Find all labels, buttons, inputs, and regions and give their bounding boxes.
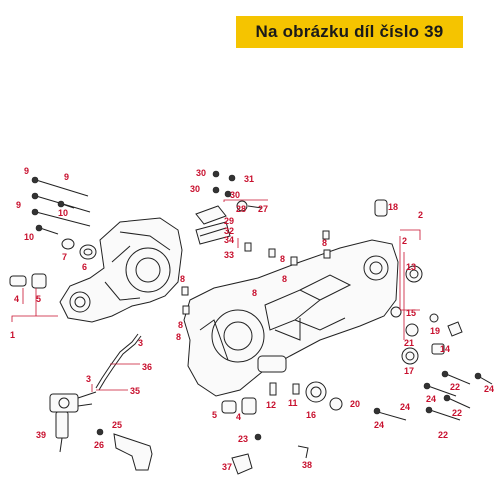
callout-label: 8 — [176, 332, 181, 342]
callout-label: 33 — [224, 250, 234, 260]
callout-label: 24 — [426, 394, 436, 404]
top-parts-27-34 — [195, 170, 263, 245]
callout-label: 1 — [10, 330, 15, 340]
part-number-banner: Na obrázku díl číslo 39 — [236, 16, 463, 48]
callout-label: 22 — [452, 408, 462, 418]
callout-label: 39 — [36, 430, 46, 440]
callout-label: 19 — [430, 326, 440, 336]
callout-label: 8 — [180, 274, 185, 284]
callout-label: 30 — [230, 190, 240, 200]
callout-label: 14 — [440, 344, 450, 354]
callout-label: 4 — [14, 294, 19, 304]
callout-label: 30 — [196, 168, 206, 178]
callout-label: 20 — [350, 399, 360, 409]
callout-label: 8 — [252, 288, 257, 298]
callout-label: 29 — [224, 216, 234, 226]
callout-label: 25 — [112, 420, 122, 430]
leader-lines — [11, 199, 421, 392]
oil-pump-39 — [49, 391, 97, 453]
bolts-22-24 — [373, 370, 493, 421]
callout-label: 22 — [438, 430, 448, 440]
callout-label: 36 — [142, 362, 152, 372]
callout-label: 28 — [236, 204, 246, 214]
callout-label: 23 — [238, 434, 248, 444]
callout-label: 15 — [406, 308, 416, 318]
callout-labels: 9 9 9 10 10 7 6 4 5 1 8 3 36 3 35 39 26 … — [10, 166, 494, 472]
callout-label: 16 — [306, 410, 316, 420]
callout-label: 8 — [178, 320, 183, 330]
callout-label: 18 — [388, 202, 398, 212]
callout-label: 11 — [288, 398, 298, 408]
callout-label: 5 — [212, 410, 217, 420]
callout-label: 17 — [404, 366, 414, 376]
left-crankcase-half — [59, 217, 183, 323]
callout-label: 37 — [222, 462, 232, 472]
callout-label: 24 — [374, 420, 384, 430]
seals-right — [221, 199, 463, 475]
callout-label: 24 — [484, 384, 494, 394]
callout-label: 10 — [58, 208, 68, 218]
callout-label: 24 — [400, 402, 410, 412]
callout-label: 13 — [406, 262, 416, 272]
callout-label: 12 — [266, 400, 276, 410]
callout-label: 38 — [302, 460, 312, 470]
callout-label: 21 — [404, 338, 414, 348]
callout-label: 3 — [138, 338, 143, 348]
callout-label: 6 — [82, 262, 87, 272]
callout-label: 10 — [24, 232, 34, 242]
callout-label: 3 — [86, 374, 91, 384]
callout-label: 32 — [224, 226, 234, 236]
callout-label: 27 — [258, 204, 268, 214]
seals-left — [9, 238, 97, 289]
callout-label: 9 — [24, 166, 29, 176]
callout-label: 30 — [190, 184, 200, 194]
callout-label: 9 — [64, 172, 69, 182]
bolts-group-9-10 — [31, 176, 91, 235]
callout-label: 31 — [244, 174, 254, 184]
callout-label: 22 — [450, 382, 460, 392]
dowel-pins-8 — [181, 230, 331, 315]
callout-label: 2 — [418, 210, 423, 220]
right-crankcase-half — [183, 239, 399, 397]
callout-label: 7 — [62, 252, 67, 262]
banner-text: Na obrázku díl číslo 39 — [255, 22, 444, 41]
callout-label: 8 — [282, 274, 287, 284]
callout-label: 4 — [236, 412, 241, 422]
callout-label: 8 — [322, 238, 327, 248]
callout-label: 2 — [402, 236, 407, 246]
bracket-25 — [96, 428, 153, 471]
oil-pipe-36 — [95, 333, 142, 391]
callout-label: 35 — [130, 386, 140, 396]
callout-label: 8 — [280, 254, 285, 264]
callout-label: 5 — [36, 294, 41, 304]
callout-label: 9 — [16, 200, 21, 210]
callout-label: 26 — [94, 440, 104, 450]
callout-label: 34 — [224, 235, 234, 245]
